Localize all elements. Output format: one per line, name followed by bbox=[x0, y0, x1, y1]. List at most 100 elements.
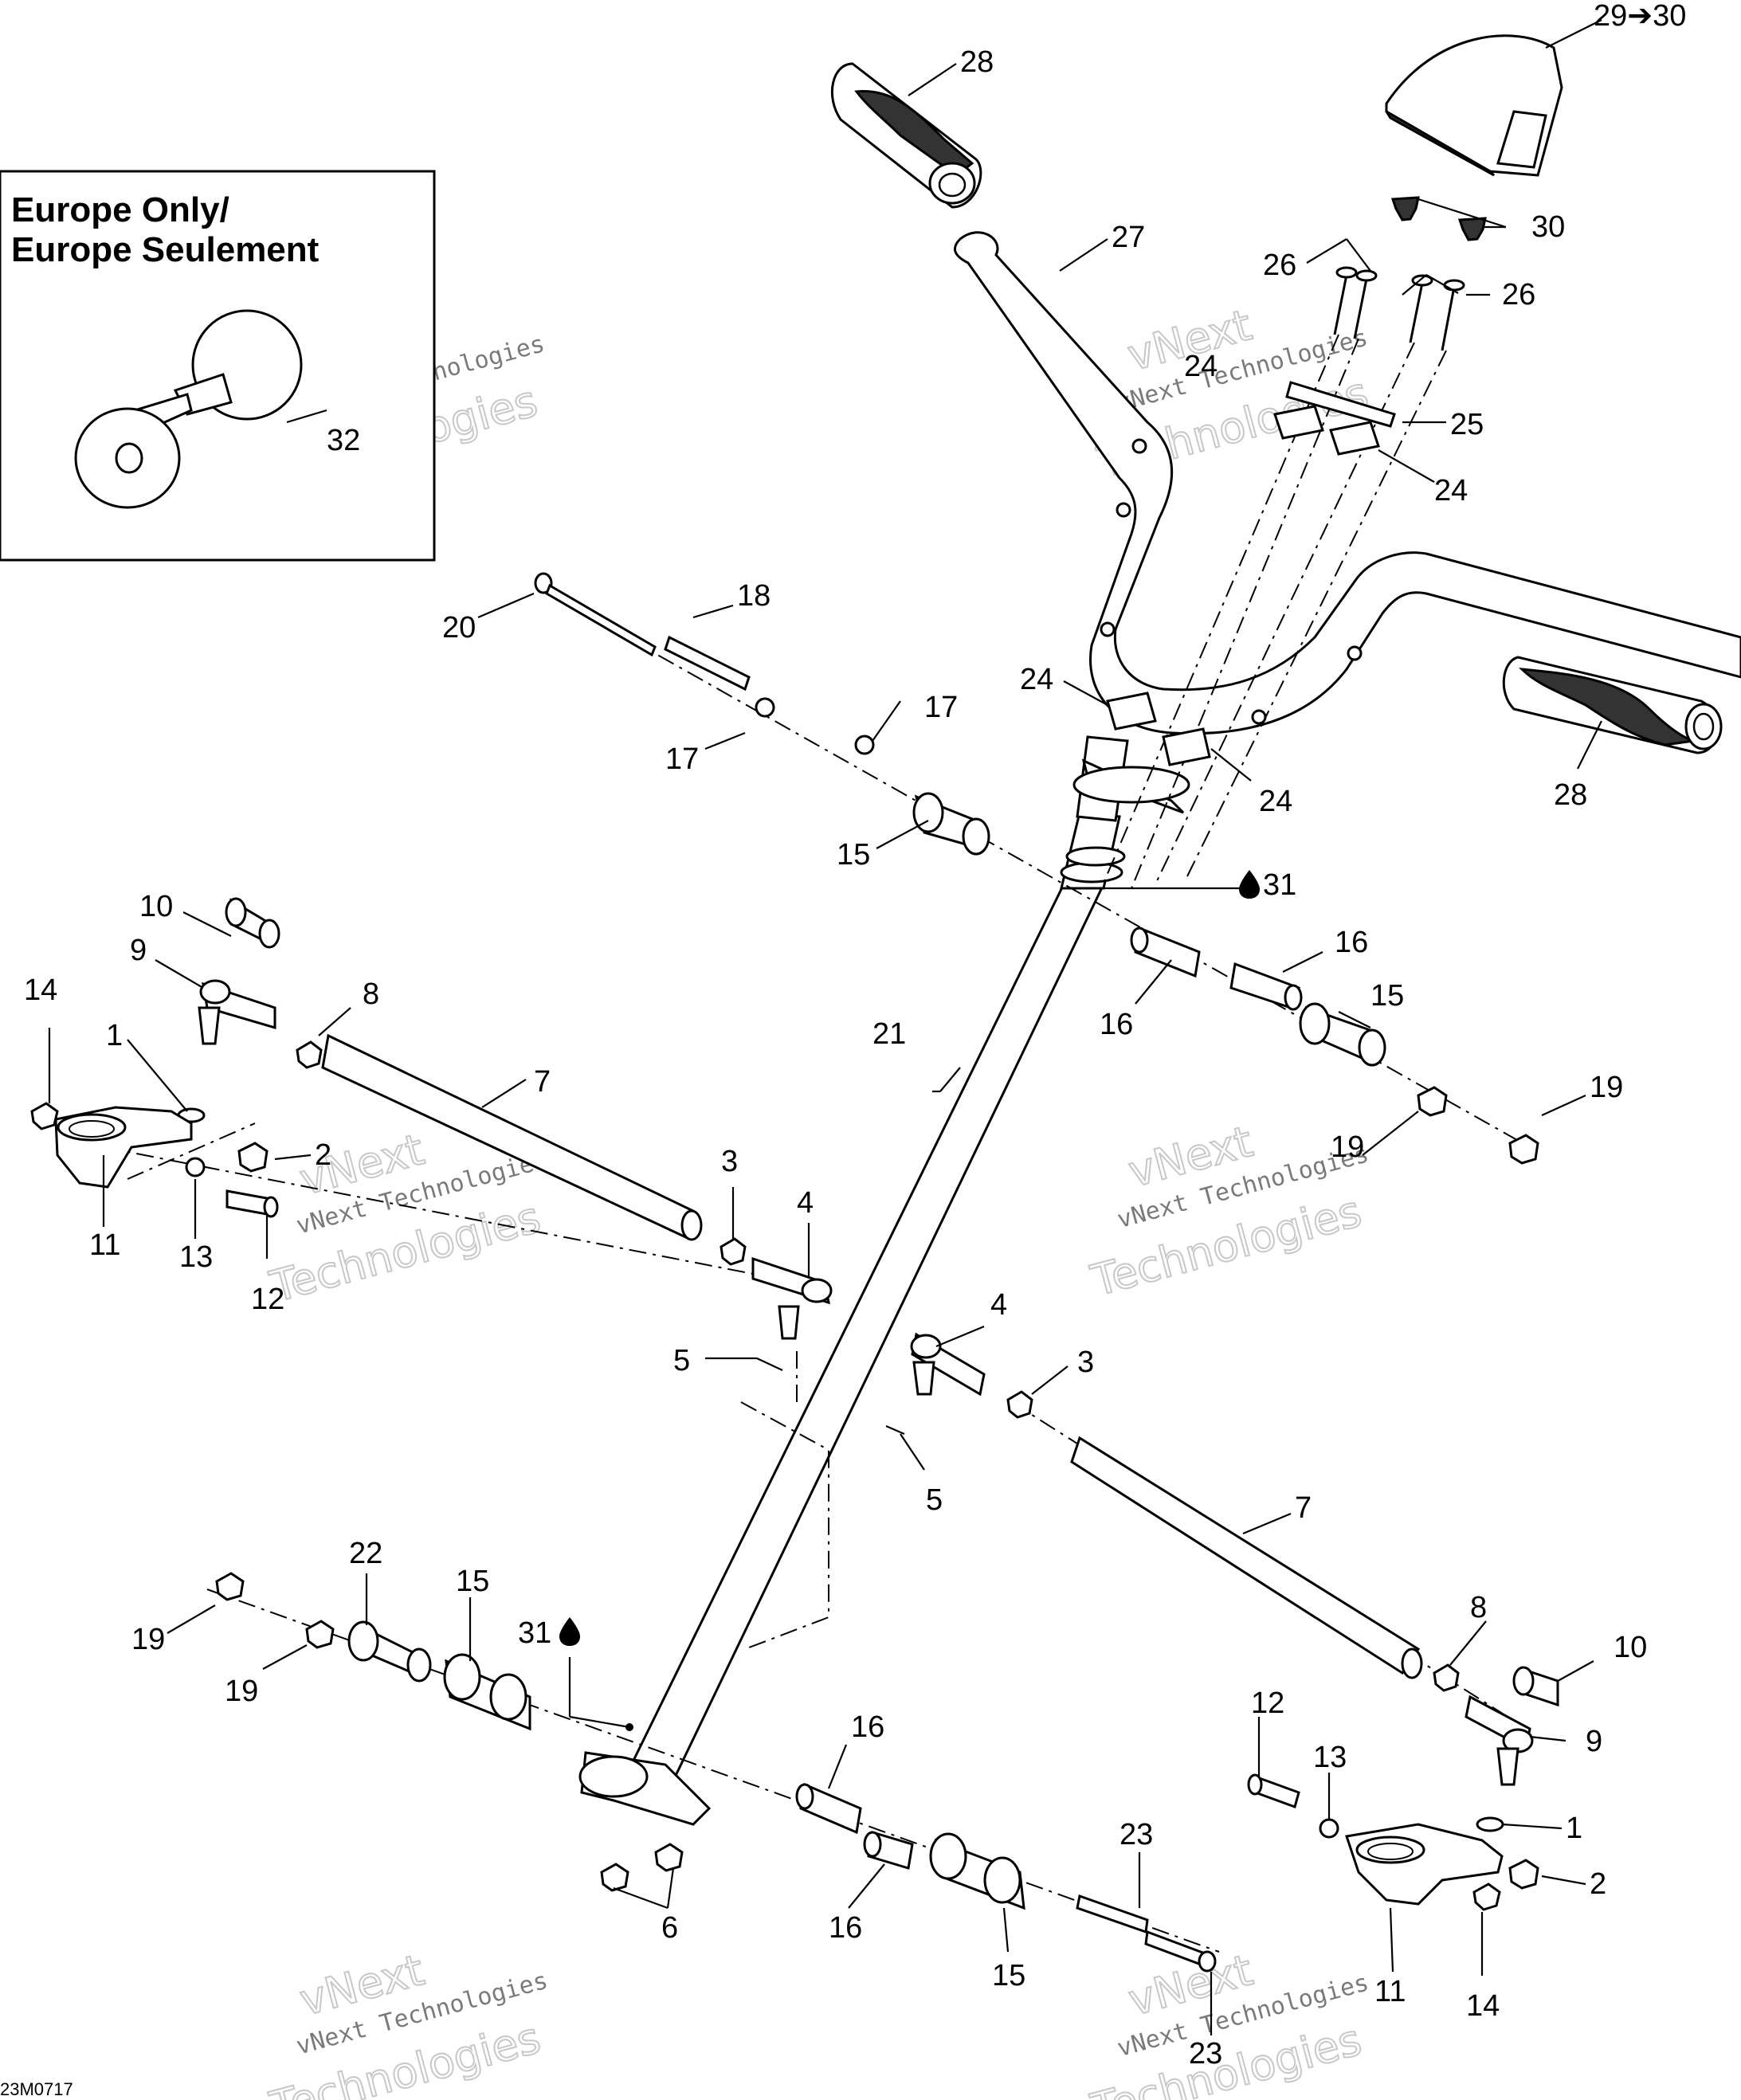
callout-8-right: 8 bbox=[1470, 1591, 1487, 1624]
bushing-15-lower-left bbox=[443, 1653, 531, 1731]
callout-17-b: 17 bbox=[665, 742, 699, 776]
callout-11-right: 11 bbox=[1374, 1975, 1406, 2008]
watermark-bottom-left: vNext vNext Technologies Technologies bbox=[264, 1944, 551, 2100]
callout-19-c: 19 bbox=[131, 1623, 165, 1656]
screw-12-left bbox=[225, 1189, 279, 1218]
callout-14-left: 14 bbox=[24, 974, 57, 1007]
sleeve-18 bbox=[664, 635, 751, 692]
washer-13-right bbox=[1319, 1818, 1339, 1839]
clamp-plate-25 bbox=[1285, 381, 1396, 428]
callout-25: 25 bbox=[1450, 408, 1484, 441]
washer-17-b bbox=[854, 735, 875, 755]
callout-14-right: 14 bbox=[1466, 1989, 1500, 2023]
callout-2-right: 2 bbox=[1590, 1867, 1606, 1901]
nut-19-lower-a bbox=[215, 1572, 245, 1601]
grip-28-top bbox=[830, 62, 982, 209]
steering-column-21 bbox=[578, 735, 1190, 1826]
callout-31-b: 31 bbox=[518, 1616, 580, 1650]
nut-19-lower-b bbox=[305, 1620, 335, 1649]
bolt-20 bbox=[534, 572, 657, 657]
callout-32: 32 bbox=[327, 424, 360, 457]
callout-1-left: 1 bbox=[106, 1019, 123, 1052]
watermark-bottom-right: vNext vNext Technologies Technologies bbox=[1085, 1944, 1372, 2100]
callout-27: 27 bbox=[1112, 221, 1145, 254]
callout-9-left: 9 bbox=[130, 934, 147, 967]
callout-28-right: 28 bbox=[1554, 778, 1587, 812]
callout-30: 30 bbox=[1531, 210, 1565, 244]
nut-2-left bbox=[237, 1142, 269, 1173]
callout-13-right: 13 bbox=[1313, 1741, 1347, 1774]
callout-labels: 28 29➔30 30 27 26 26 24 25 24 24 24 28 3… bbox=[24, 0, 1686, 2071]
callout-15-d: 15 bbox=[992, 1959, 1025, 1992]
callout-6: 6 bbox=[661, 1911, 678, 1945]
callout-3-right: 3 bbox=[1077, 1346, 1094, 1379]
callout-10-right: 10 bbox=[1614, 1631, 1647, 1664]
callout-29: 29➔30 bbox=[1594, 0, 1686, 33]
nut-19-b bbox=[1508, 1134, 1539, 1165]
nut-3-left bbox=[720, 1237, 747, 1266]
ball-joint-9-right bbox=[1465, 1694, 1534, 1786]
nut-8-left bbox=[296, 1040, 323, 1069]
callout-19-d: 19 bbox=[225, 1675, 258, 1708]
washer-13-left bbox=[185, 1157, 206, 1177]
callout-5-left: 5 bbox=[673, 1344, 690, 1377]
callout-4-left: 4 bbox=[797, 1186, 814, 1220]
svg-text:31: 31 bbox=[1263, 868, 1296, 902]
svg-text:31: 31 bbox=[518, 1616, 551, 1650]
callout-19-a: 19 bbox=[1590, 1071, 1623, 1104]
ball-joint-4-left bbox=[751, 1256, 833, 1340]
callout-1-right: 1 bbox=[1566, 1812, 1582, 1845]
nut-14-left bbox=[30, 1102, 59, 1130]
cap-10-left bbox=[225, 897, 280, 949]
watermark-middle-right: vNext vNext Technologies Technologies bbox=[1085, 1115, 1372, 1307]
callout-8-left: 8 bbox=[363, 978, 379, 1011]
tie-rod-7-right bbox=[1070, 1436, 1423, 1679]
nuts-6 bbox=[600, 1843, 684, 1892]
spacer-16-lower-a bbox=[795, 1782, 862, 1835]
lower-clamp-24 bbox=[1106, 692, 1211, 766]
nut-19-a bbox=[1417, 1086, 1448, 1117]
callout-28-top: 28 bbox=[960, 45, 994, 79]
callout-13-left: 13 bbox=[179, 1240, 213, 1274]
callout-31-a: 31 bbox=[1239, 868, 1296, 902]
callout-18: 18 bbox=[737, 579, 771, 613]
callout-24-b: 24 bbox=[1434, 474, 1468, 507]
grip-28-right bbox=[1502, 656, 1723, 754]
spacer-16-lower-b bbox=[863, 1831, 914, 1870]
callout-9-right: 9 bbox=[1586, 1725, 1602, 1758]
callout-17-a: 17 bbox=[924, 691, 958, 724]
callout-16-d: 16 bbox=[829, 1911, 862, 1945]
handlebar-cover-29 bbox=[1385, 34, 1563, 177]
nut-3-right bbox=[1006, 1390, 1033, 1419]
leader-lines bbox=[48, 19, 1602, 2035]
callout-23-b: 23 bbox=[1189, 2037, 1222, 2071]
spacer-16-upper-b bbox=[1229, 962, 1303, 1011]
callout-12-right: 12 bbox=[1251, 1687, 1284, 1720]
ball-joint-4-right bbox=[910, 1332, 986, 1397]
nut-8-right bbox=[1433, 1663, 1460, 1692]
callout-23-a: 23 bbox=[1119, 1818, 1153, 1851]
callout-3-left: 3 bbox=[721, 1145, 738, 1178]
lever-11-left bbox=[54, 1106, 193, 1189]
handlebar-27 bbox=[953, 231, 1741, 735]
callout-26-b: 26 bbox=[1502, 278, 1535, 311]
spacer-16-upper-a bbox=[1130, 926, 1201, 978]
cotter-pin-5-left bbox=[756, 1358, 783, 1371]
callout-15-c: 15 bbox=[456, 1565, 489, 1598]
bushing-15-right bbox=[1299, 1002, 1386, 1067]
tie-rod-7-left bbox=[321, 1033, 703, 1241]
callout-7-left: 7 bbox=[534, 1065, 551, 1099]
horn-part-32 bbox=[74, 309, 303, 509]
callout-7-right: 7 bbox=[1295, 1491, 1312, 1525]
bolt-23 bbox=[1076, 1894, 1217, 1973]
washer-1-right bbox=[1476, 1816, 1504, 1832]
callout-21: 21 bbox=[872, 1017, 906, 1051]
callout-5-right: 5 bbox=[926, 1483, 943, 1517]
rivet-30-left bbox=[1390, 196, 1420, 221]
nut-14-right bbox=[1472, 1883, 1501, 1911]
callout-22: 22 bbox=[349, 1537, 382, 1570]
lever-11-right bbox=[1345, 1823, 1504, 1906]
drawing-code: 23M0717 bbox=[0, 2079, 73, 2099]
bushing-15-lower-right bbox=[929, 1832, 1025, 1910]
